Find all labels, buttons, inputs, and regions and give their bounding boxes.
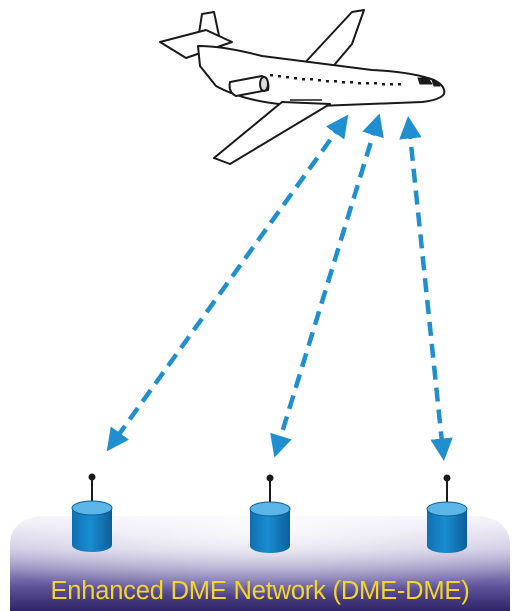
signal-link-2 bbox=[277, 122, 377, 449]
signal-links bbox=[112, 122, 443, 452]
antenna-icon bbox=[444, 475, 451, 505]
antenna-icon bbox=[267, 475, 274, 505]
dme-station-2 bbox=[250, 475, 290, 554]
antenna-icon bbox=[89, 474, 96, 504]
network-caption: Enhanced DME Network (DME-DME) bbox=[50, 577, 469, 605]
dme-station-3 bbox=[427, 475, 467, 554]
signal-link-3 bbox=[409, 125, 443, 452]
dme-ground-station-icon bbox=[427, 502, 467, 553]
dme-station-1 bbox=[72, 474, 112, 552]
dme-ground-station-icon bbox=[72, 501, 112, 552]
airliner-icon bbox=[160, 10, 444, 164]
signal-link-1 bbox=[112, 122, 343, 444]
dme-ground-station-icon bbox=[250, 502, 290, 553]
